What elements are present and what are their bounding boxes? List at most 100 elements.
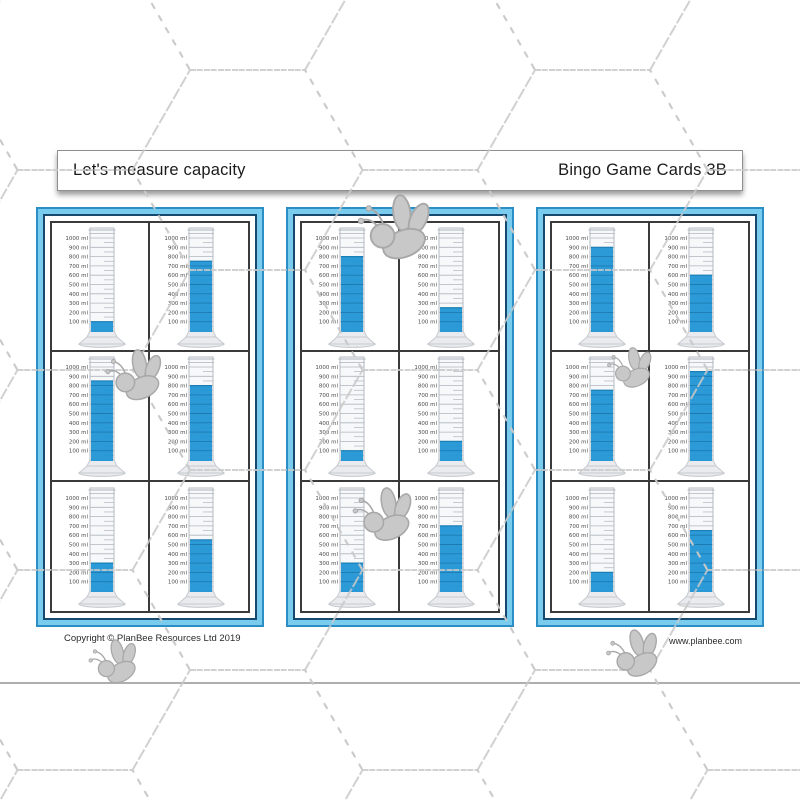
scale-label: 900 ml [668,245,688,251]
scale-label: 300 ml [319,561,339,567]
scale-label: 600 ml [168,533,188,539]
scale-label: 300 ml [668,561,688,567]
scale-label: 400 ml [418,421,438,427]
scale-label: 700 ml [168,264,188,270]
scale-label: 600 ml [319,533,339,539]
bee-icon [599,625,674,686]
scale-label: 1000 ml [664,236,687,242]
scale-label: 1000 ml [65,496,88,502]
scale-label: 700 ml [418,264,438,270]
scale-label: 700 ml [668,393,688,399]
scale-label: 700 ml [69,264,89,270]
copyright-text: Copyright © PlanBee Resources Ltd 2019 [64,633,241,644]
liquid-fill [341,562,363,592]
liquid-fill [690,530,712,592]
scale-label: 300 ml [569,301,589,307]
scale-label: 800 ml [668,514,688,520]
scale-label: 900 ml [418,375,438,381]
scale-label: 800 ml [69,384,89,390]
scale-label: 300 ml [69,561,89,567]
scale-label: 100 ml [418,320,438,326]
scale-label: 100 ml [319,320,339,326]
scale-label: 800 ml [69,255,89,261]
scale-label: 200 ml [418,440,438,446]
scale-label: 400 ml [69,421,89,427]
scale-label: 800 ml [418,514,438,520]
scale-label: 400 ml [668,552,688,558]
scale-label: 700 ml [319,524,339,530]
scale-label: 500 ml [69,412,89,418]
scale-label: 500 ml [168,542,188,548]
scale-label: 1000 ml [65,365,88,371]
scale-label: 900 ml [668,505,688,511]
scale-label: 500 ml [418,283,438,289]
scale-label: 200 ml [569,311,589,317]
scale-label: 700 ml [569,264,589,270]
scale-label: 800 ml [569,255,589,261]
scale-label: 600 ml [319,403,339,409]
scale-label: 900 ml [168,505,188,511]
scale-label: 400 ml [319,552,339,558]
scale-label: 900 ml [168,375,188,381]
scale-label: 1000 ml [164,365,187,371]
scale-label: 800 ml [668,255,688,261]
scale-label: 1000 ml [164,496,187,502]
scale-label: 900 ml [319,505,339,511]
scale-label: 1000 ml [565,365,588,371]
scale-label: 500 ml [168,412,188,418]
scale-label: 100 ml [569,320,589,326]
scale-label: 1000 ml [664,496,687,502]
liquid-fill [440,307,462,333]
scale-label: 500 ml [418,542,438,548]
scale-label: 100 ml [69,449,89,455]
liquid-fill [91,562,113,592]
scale-label: 300 ml [168,431,188,437]
scale-label: 1000 ml [315,236,338,242]
scale-label: 700 ml [569,393,589,399]
scale-label: 400 ml [319,292,339,298]
scale-label: 700 ml [569,524,589,530]
scale-label: 800 ml [168,384,188,390]
scale-label: 700 ml [168,524,188,530]
scale-label: 400 ml [668,421,688,427]
scale-label: 100 ml [69,320,89,326]
scale-label: 1000 ml [664,365,687,371]
scale-label: 200 ml [319,311,339,317]
scale-label: 900 ml [418,245,438,251]
scale-label: 800 ml [569,384,589,390]
scale-label: 1000 ml [565,496,588,502]
scale-label: 100 ml [168,449,188,455]
scale-label: 300 ml [168,561,188,567]
scale-label: 600 ml [69,273,89,279]
scale-label: 400 ml [569,292,589,298]
liquid-fill [190,386,212,462]
card-inner-frame: 1000 ml 900 ml 800 ml 700 ml 600 ml 500 ml 400… [543,214,757,620]
scale-label: 400 ml [168,421,188,427]
scale-label: 700 ml [668,524,688,530]
scale-label: 100 ml [569,449,589,455]
website-text: www.planbee.com [668,636,742,646]
scale-label: 900 ml [319,375,339,381]
scale-label: 600 ml [569,403,589,409]
scale-label: 1000 ml [65,236,88,242]
page-title: Let's measure capacity [73,161,246,179]
scale-label: 200 ml [668,311,688,317]
scale-label: 100 ml [668,449,688,455]
scale-label: 400 ml [168,552,188,558]
scale-label: 700 ml [69,524,89,530]
scale-label: 500 ml [668,542,688,548]
scale-label: 300 ml [69,431,89,437]
scale-label: 800 ml [319,255,339,261]
scale-label: 900 ml [418,505,438,511]
scale-label: 200 ml [69,570,89,576]
